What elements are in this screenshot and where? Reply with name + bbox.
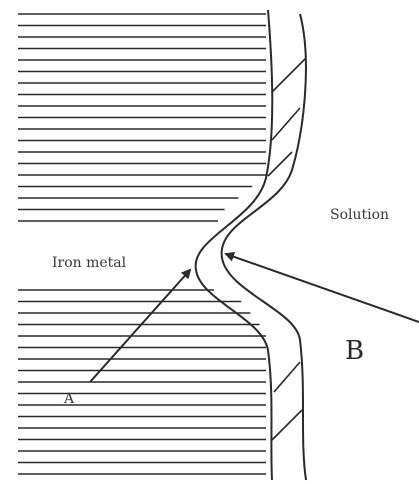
- corrosion-layer-outer-edge: [220, 13, 307, 481]
- point-b-label: B: [345, 336, 365, 366]
- iron-metal-label: Iron metal: [52, 255, 127, 271]
- solution-label: Solution: [330, 207, 390, 223]
- iron-metal-block: [18, 13, 266, 475]
- point-a-label: A: [64, 391, 75, 407]
- arrow-b: [224, 251, 419, 323]
- arrow-a: [89, 268, 192, 383]
- corrosion-layer-hatching: [267, 57, 307, 441]
- metal-surface-edge: [194, 9, 274, 481]
